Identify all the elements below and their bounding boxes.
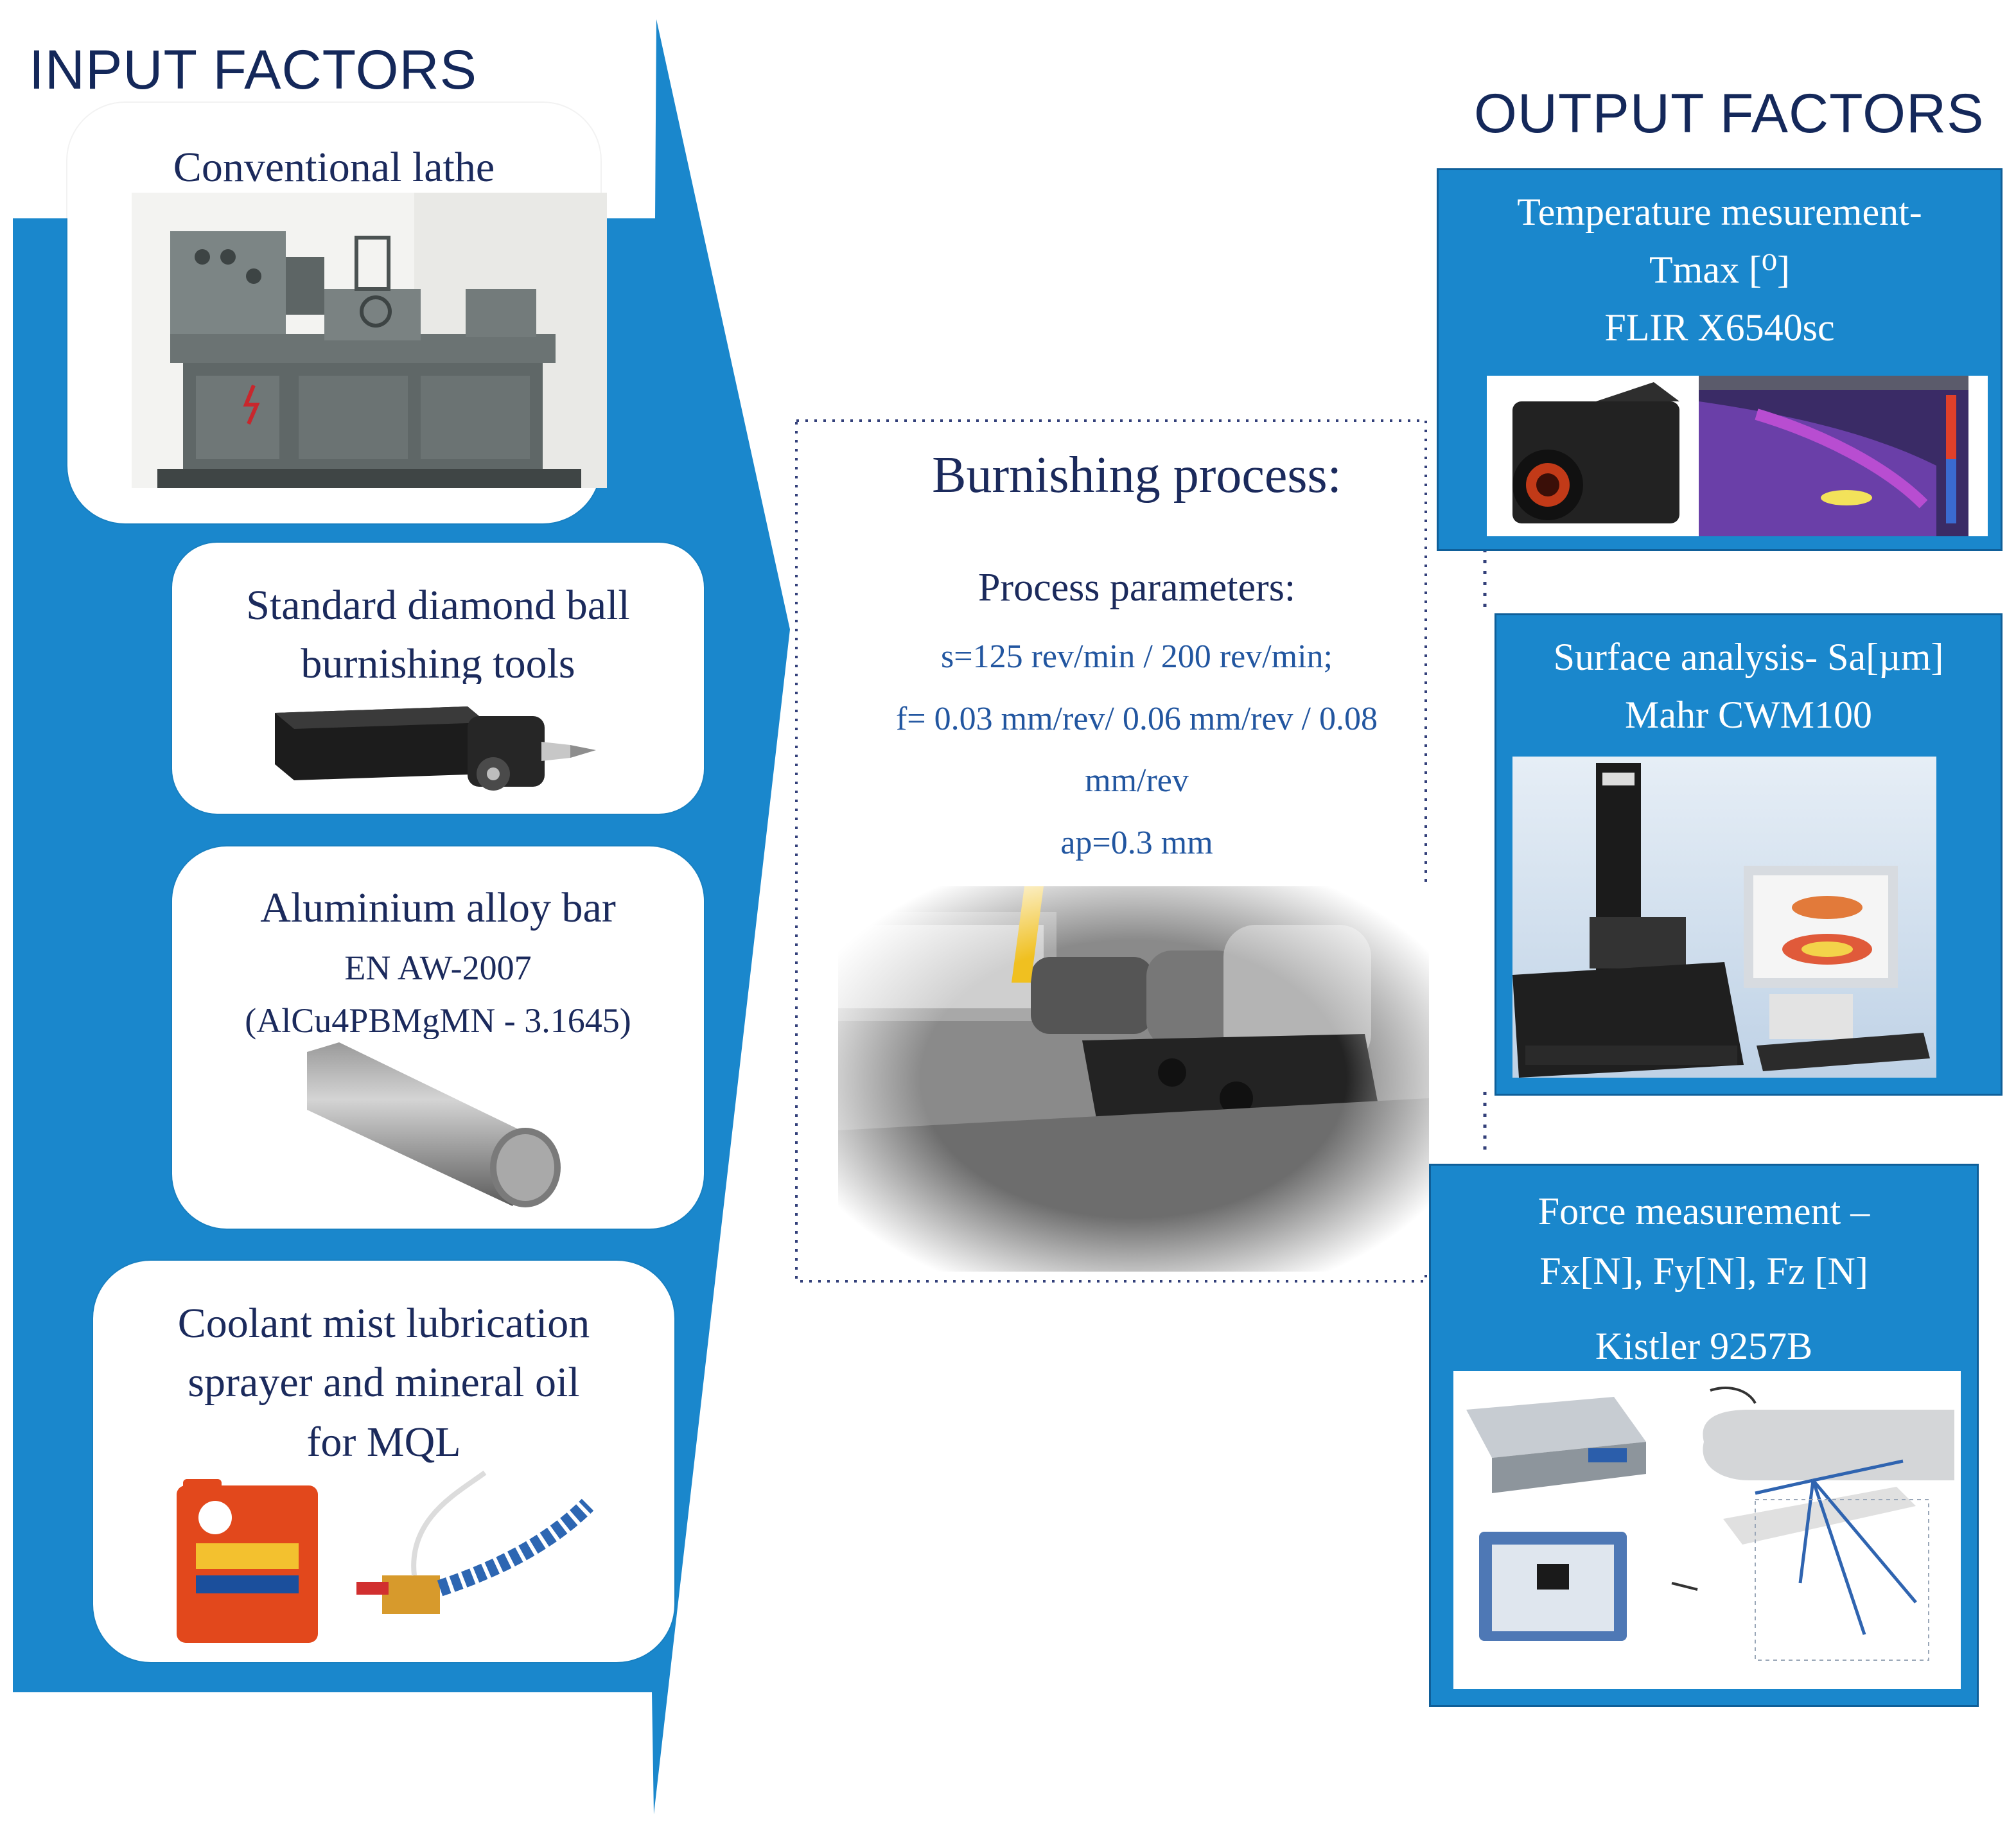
thermal-camera-photo [1487, 376, 1988, 536]
coolant-card-title-line3: for MQL [306, 1418, 461, 1466]
output-box-temperature: Temperature mesurement- Tmax [⁰] FLIR X6… [1437, 168, 2003, 551]
temperature-title-line3: FLIR X6540sc [1604, 306, 1835, 349]
output-box-force-measurement: Force measurement – Fx[N], Fy[N], Fz [N]… [1429, 1164, 1979, 1707]
conventional-lathe-photo [132, 193, 607, 488]
tools-card-title-line1: Standard diamond ball [246, 582, 630, 629]
coolant-card-title-line1: Coolant mist lubrication [177, 1300, 590, 1347]
param-speed: s=125 rev/min / 200 rev/min; [941, 638, 1333, 675]
param-depth: ap=0.3 mm [1060, 825, 1213, 862]
bar-card-title: Aluminium alloy bar [260, 884, 616, 931]
burnishing-tool-photo [256, 684, 635, 800]
force-title-line2: Fx[N], Fy[N], Fz [N] [1539, 1250, 1868, 1292]
param-feed-unit: mm/rev [1085, 762, 1189, 800]
process-parameters-list: s=125 rev/min / 200 rev/min; f= 0.03 mm/… [796, 626, 1477, 875]
burnishing-process-title: Burnishing process: [932, 447, 1342, 504]
input-card-aluminium-bar: Aluminium alloy bar EN AW-2007 (AlCu4PBM… [172, 846, 704, 1229]
surface-title-line1: Surface analysis- Sa[µm] [1553, 636, 1944, 678]
surface-title-line2: Mahr CWM100 [1625, 694, 1872, 736]
surface-profilometer-photo [1512, 757, 1936, 1078]
dynamometer-photo [1453, 1371, 1961, 1689]
aluminium-bar-photo [301, 1039, 570, 1213]
force-title-line1: Force measurement – [1538, 1190, 1870, 1232]
input-card-lathe: Conventional lathe [67, 103, 607, 523]
bar-card-spec-line1: EN AW-2007 [344, 949, 532, 987]
temperature-title-line2: Tmax [⁰] [1649, 249, 1790, 291]
tools-card-title-line2: burnishing tools [301, 640, 575, 688]
bar-card-spec-line2: (AlCu4PBMgMN - 3.1645) [245, 1001, 631, 1040]
input-card-burnishing-tools: Standard diamond ball burnishing tools [172, 543, 704, 814]
output-factors-heading: OUTPUT FACTORS [1474, 83, 1985, 145]
process-parameters-title: Process parameters: [977, 566, 1296, 609]
lathe-card-title: Conventional lathe [173, 144, 495, 191]
coolant-card-title-line2: sprayer and mineral oil [188, 1359, 580, 1406]
input-factors-heading: INPUT FACTORS [29, 39, 477, 101]
output-box-surface-analysis: Surface analysis- Sa[µm] Mahr CWM100 [1494, 613, 2003, 1096]
temperature-title-line1: Temperature mesurement- [1517, 191, 1922, 233]
burnishing-on-lathe-photo [838, 886, 1429, 1272]
oil-canister-and-sprayer-photo [164, 1466, 613, 1649]
input-card-coolant: Coolant mist lubrication sprayer and min… [93, 1261, 674, 1662]
param-feed: f= 0.03 mm/rev/ 0.06 mm/rev / 0.08 [895, 700, 1378, 737]
force-title-line3: Kistler 9257B [1595, 1325, 1813, 1367]
